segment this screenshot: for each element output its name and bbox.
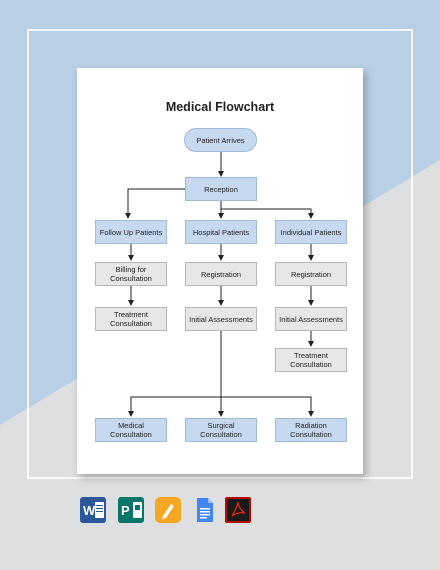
node-initial-assessments-hospital: Initial Assessments bbox=[185, 307, 257, 331]
node-treatment-consultation-1: Treatment Consultation bbox=[95, 307, 167, 331]
node-surgical-consultation: Surgical Consultation bbox=[185, 418, 257, 442]
node-treatment-consultation-2: Treatment Consultation bbox=[275, 348, 347, 372]
arrow-reception-followup bbox=[125, 188, 185, 219]
node-initial-assessments-individual: Initial Assessments bbox=[275, 307, 347, 331]
google-docs-icon[interactable] bbox=[192, 497, 218, 523]
node-medical-consultation: Medical Consultation bbox=[95, 418, 167, 442]
node-radiation-consultation: Radiation Consultation bbox=[275, 418, 347, 442]
node-patient-arrives: Patient Arrives bbox=[184, 128, 257, 152]
node-registration-hospital: Registration bbox=[185, 262, 257, 286]
node-reception: Reception bbox=[185, 177, 257, 201]
publisher-icon[interactable]: P bbox=[118, 497, 144, 523]
pdf-icon[interactable] bbox=[225, 497, 251, 523]
background-frame bbox=[27, 29, 413, 479]
node-individual-patients: Individual Patients bbox=[275, 220, 347, 244]
node-registration-individual: Registration bbox=[275, 262, 347, 286]
node-follow-up-patients: Follow Up Patients bbox=[95, 220, 167, 244]
word-icon[interactable]: W bbox=[80, 497, 106, 523]
arrow-reception-individual bbox=[221, 208, 314, 219]
node-billing-consultation: Billing for Consultation bbox=[95, 262, 167, 286]
page-title: Medical Flowchart bbox=[165, 100, 275, 114]
node-hospital-patients: Hospital Patients bbox=[185, 220, 257, 244]
pages-icon[interactable] bbox=[155, 497, 181, 523]
